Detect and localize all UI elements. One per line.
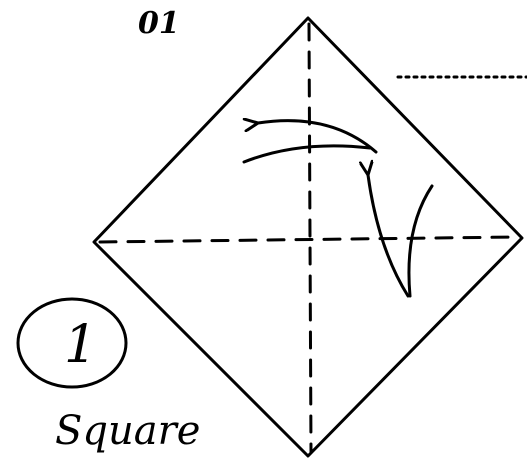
step-caption: Square — [55, 408, 200, 454]
curved-arrow-right-flap — [407, 184, 434, 298]
vertical-dashed-crease — [307, 22, 313, 454]
page-label: 01 — [138, 6, 180, 41]
curved-arrow-right — [368, 175, 410, 298]
horizontal-dashed-crease — [98, 235, 520, 244]
step-number-circle — [16, 297, 128, 389]
square-outline — [92, 16, 524, 458]
curved-arrow-upper — [258, 121, 378, 154]
step-number: 1 — [64, 315, 97, 375]
curved-arrow-upper-tail — [242, 144, 372, 164]
